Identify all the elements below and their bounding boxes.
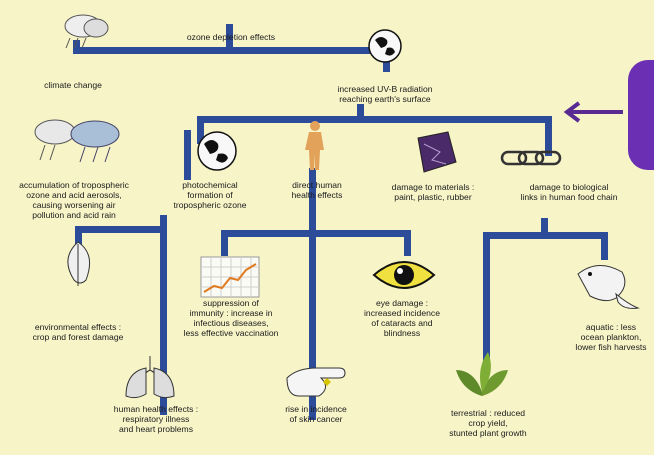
label-direct-health: direct human health effects [291, 180, 343, 200]
damaged-material-icon [417, 131, 457, 173]
storm-cloud-icon [64, 14, 109, 48]
leaf-icon [67, 241, 91, 286]
label-skin: rise in incidence of skin cancer [285, 404, 347, 424]
label-immunity: suppression of immunity : increase in in… [183, 298, 279, 338]
label-terrestrial: terrestrial : reduced crop yield, stunte… [449, 408, 527, 438]
plant-icon [456, 352, 508, 396]
hand-icon [286, 367, 346, 397]
earth-globe-icon [368, 29, 402, 63]
lungs-icon [125, 356, 175, 399]
label-aquatic: aquatic : less ocean plankton, lower fis… [575, 322, 647, 352]
label-biological: damage to biological links in human food… [520, 182, 618, 202]
label-ozone-depletion: ozone depletion effects [186, 32, 276, 42]
storm-clouds-icon [34, 119, 120, 163]
chain-link-icon [500, 150, 562, 166]
callout-tab [628, 60, 654, 170]
label-eye: eye damage : increased incidence of cata… [364, 298, 440, 338]
label-materials: damage to materials : paint, plastic, ru… [391, 182, 475, 202]
label-tropospheric-acid: accumulation of tropospheric ozone and a… [19, 180, 129, 220]
graph-paper-icon [200, 256, 260, 298]
left-arrow-icon [563, 101, 623, 123]
label-climate-change: climate change [44, 80, 102, 90]
label-photochemical: photochemical formation of tropospheric … [173, 180, 247, 210]
eye-icon [372, 261, 436, 289]
earth-globe-icon [197, 131, 237, 171]
label-respiratory: human health effects : respiratory illne… [113, 404, 199, 434]
human-figure-icon [305, 121, 324, 170]
fish-icon [577, 265, 640, 309]
label-uvb: increased UV-B radiation reaching earth'… [337, 84, 433, 104]
label-environmental: environmental effects : crop and forest … [32, 322, 124, 342]
